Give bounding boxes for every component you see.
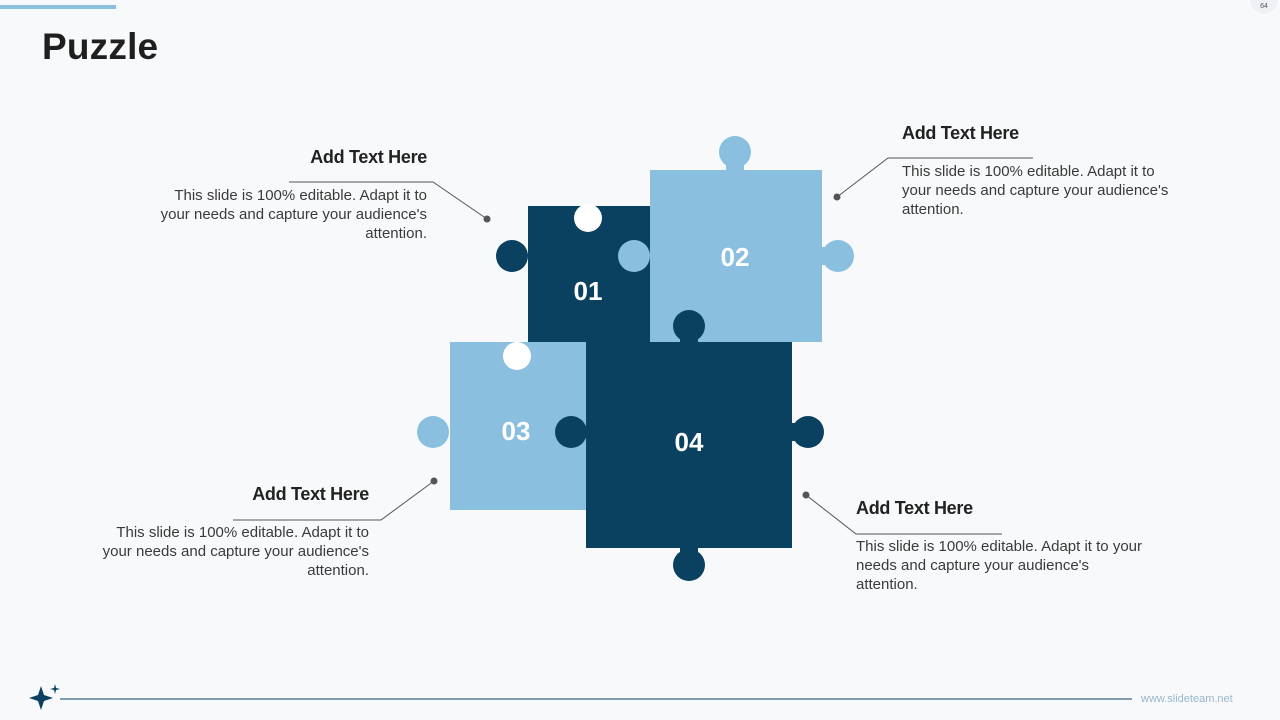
piece-label-02: 02	[721, 242, 750, 272]
callout-heading: Add Text Here	[902, 123, 1019, 143]
sparkle-star-icon	[29, 684, 60, 710]
accent-bar	[0, 5, 116, 9]
callout-body: This slide is 100% editable. Adapt it to…	[160, 187, 427, 242]
puzzle-notch	[503, 342, 531, 370]
callout-body: This slide is 100% editable. Adapt it to…	[102, 524, 369, 579]
puzzle-piece-04	[555, 310, 824, 581]
connector-04	[802, 491, 1002, 535]
footer-url[interactable]: www.slideteam.net	[1141, 693, 1233, 705]
piece-label-03: 03	[502, 416, 531, 446]
puzzle-notch	[574, 204, 602, 232]
piece-label-04: 04	[675, 427, 704, 457]
connector-03	[233, 477, 438, 521]
callout-04: Add Text Here This slide is 100% editabl…	[856, 498, 1146, 594]
puzzle-piece-01	[496, 206, 650, 342]
callout-body: This slide is 100% editable. Adapt it to…	[902, 163, 1169, 218]
slide-title: Puzzle	[42, 26, 159, 67]
piece-label-01: 01	[574, 276, 603, 306]
callout-02: Add Text Here This slide is 100% editabl…	[902, 123, 1180, 219]
page-number: 64	[1250, 0, 1278, 14]
callout-body: This slide is 100% editable. Adapt it to…	[856, 538, 1142, 593]
callout-01: Add Text Here This slide is 100% editabl…	[150, 147, 428, 243]
puzzle-piece-03	[417, 342, 586, 510]
connector-01	[289, 181, 491, 223]
callout-heading: Add Text Here	[310, 147, 427, 167]
callout-03: Add Text Here This slide is 100% editabl…	[92, 484, 370, 580]
callout-heading: Add Text Here	[856, 498, 973, 518]
connector-02	[833, 157, 1033, 201]
puzzle-piece-02	[618, 136, 854, 342]
callout-heading: Add Text Here	[252, 484, 369, 504]
